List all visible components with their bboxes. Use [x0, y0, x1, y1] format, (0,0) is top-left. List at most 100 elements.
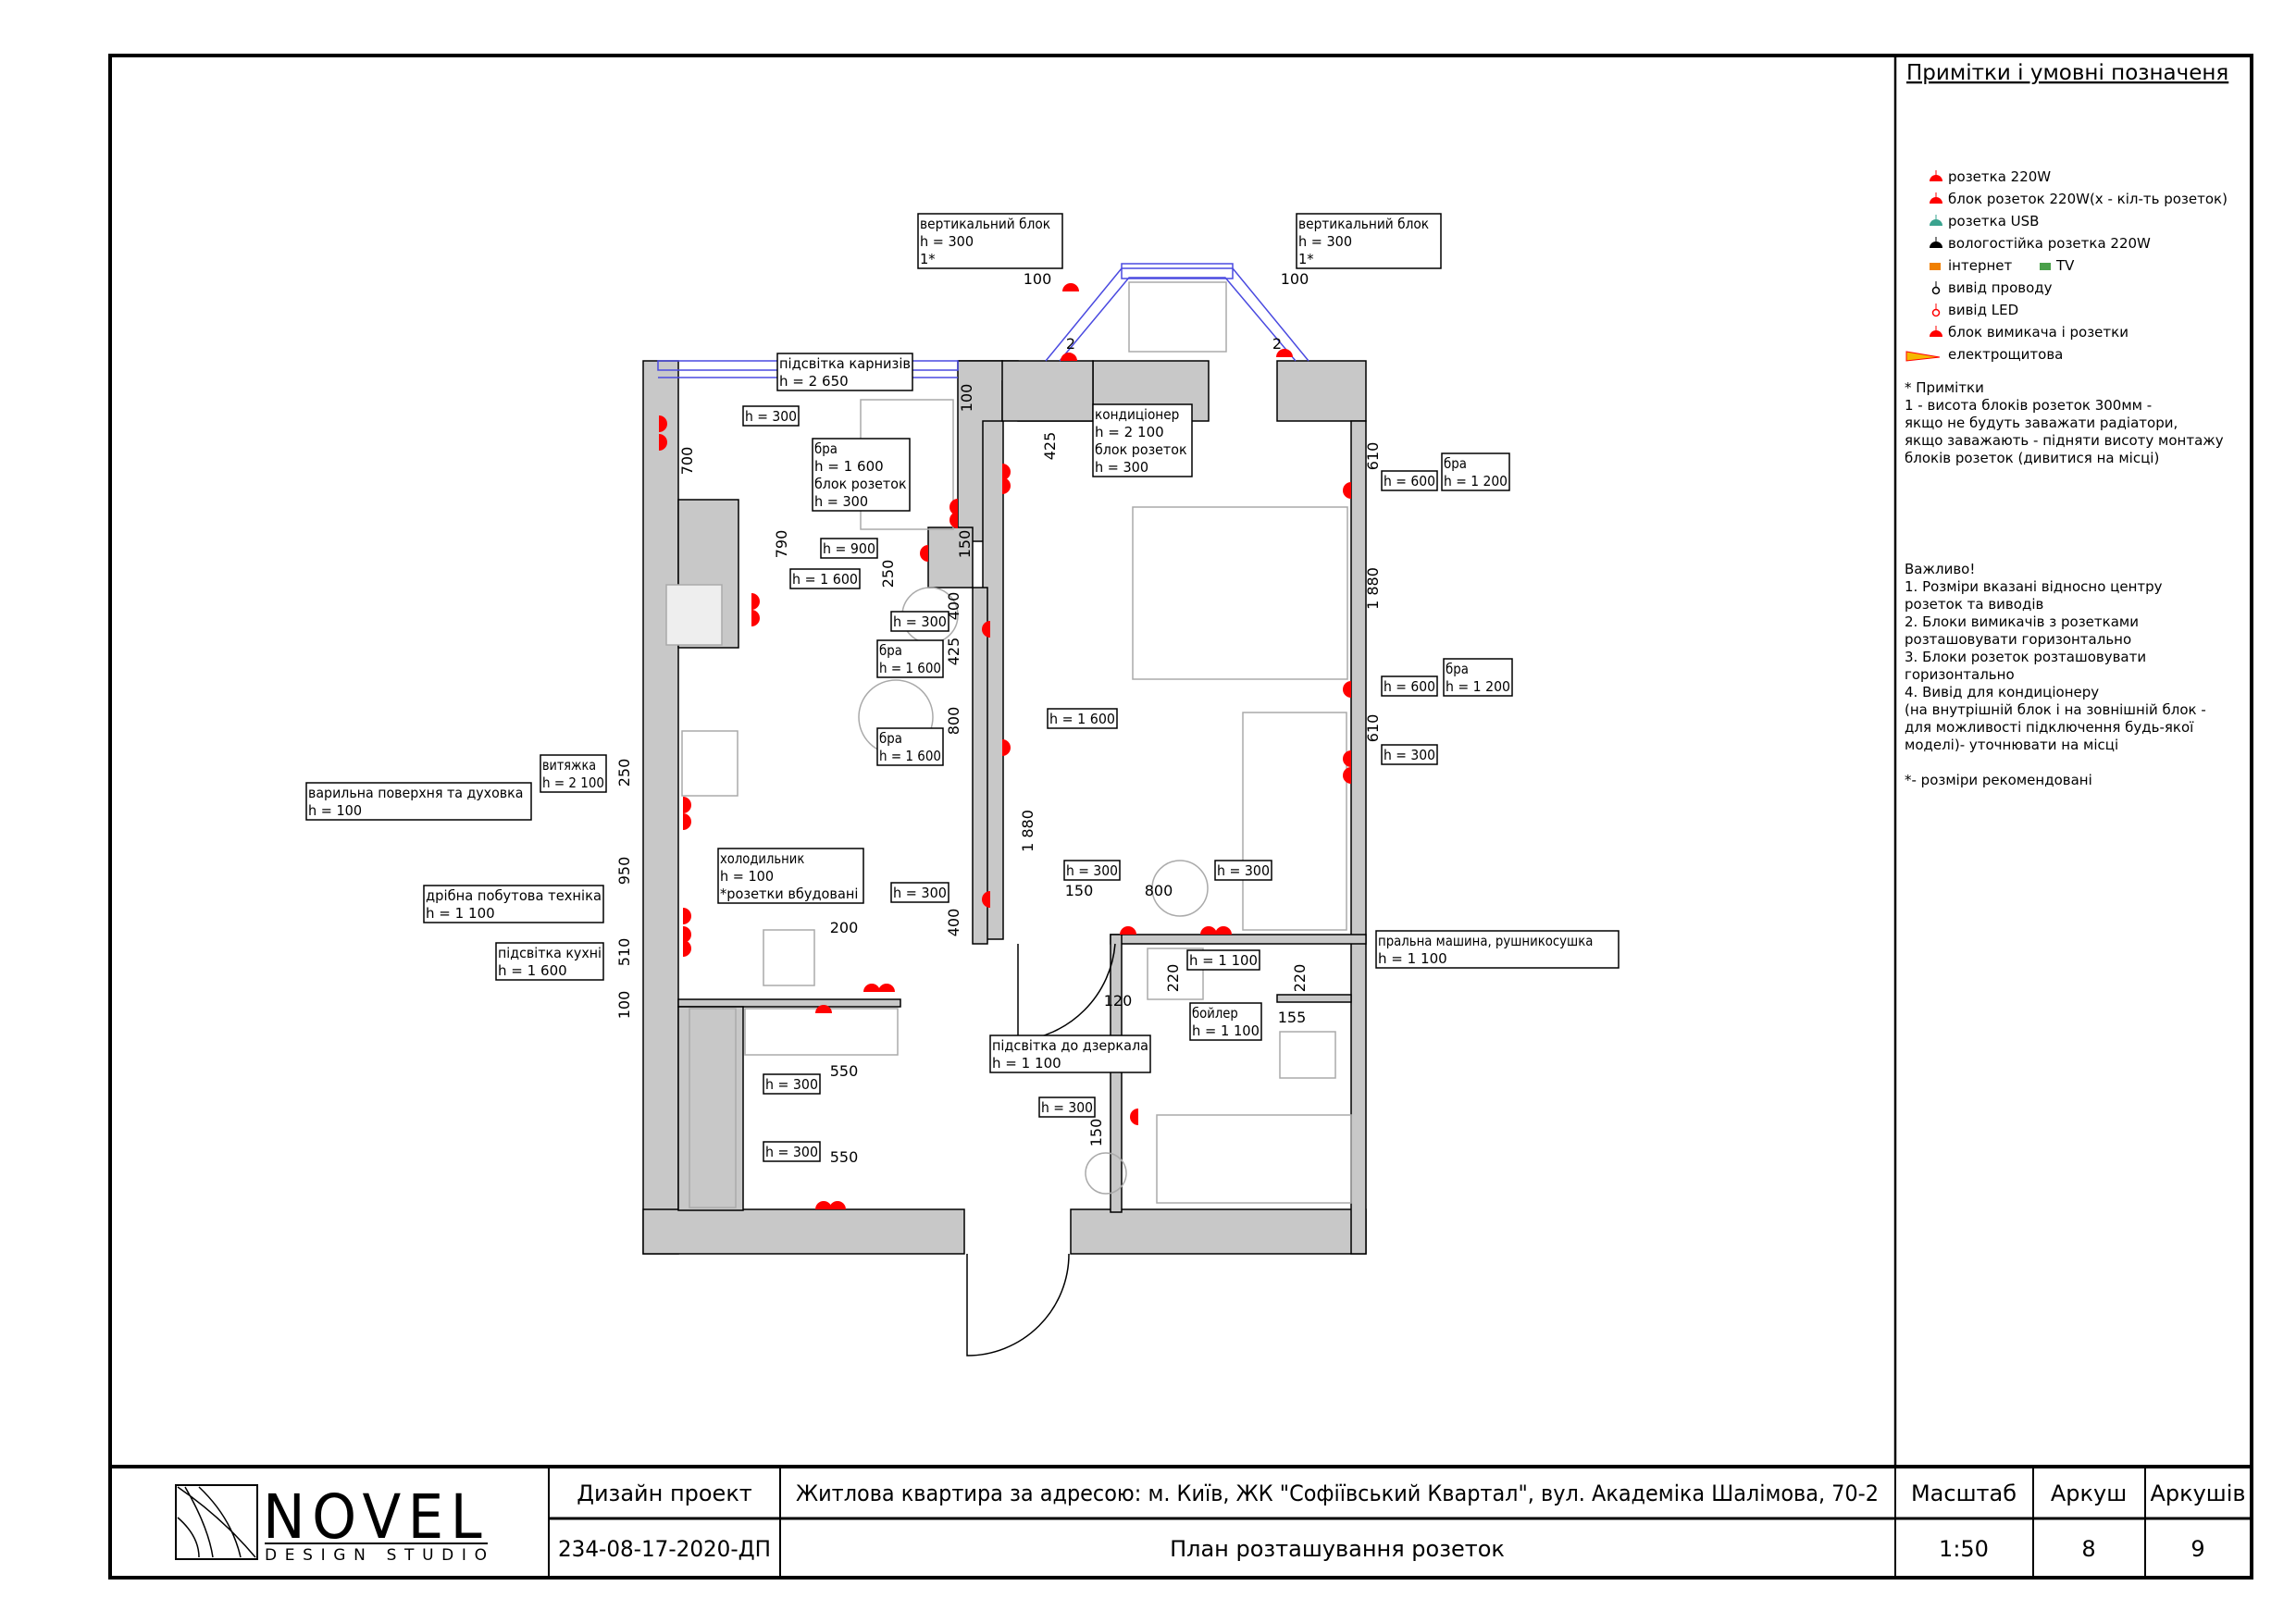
- annotation-label: h = 300: [890, 611, 949, 632]
- annotation-label: h = 300: [1381, 744, 1438, 765]
- socket-icon: [982, 621, 990, 638]
- annotation-line: h = 2 650: [779, 373, 849, 390]
- usb-socket-icon: [1930, 215, 1942, 226]
- annotation-label: h = 300: [890, 882, 949, 903]
- annotation-label: h = 600: [1381, 470, 1438, 491]
- kitchen-cabinet: [744, 1008, 899, 1056]
- notes-title: Примітки і умовні позначеня: [1906, 61, 2228, 85]
- project-title: Житлова квартира за адресою: м. Київ, ЖК…: [796, 1481, 1879, 1506]
- annotation-label: h = 300: [763, 1073, 821, 1095]
- annotation-line: h = 600: [1384, 473, 1435, 489]
- important-line: розташовувати горизонтально: [1905, 631, 2131, 648]
- dimension-value: 510: [615, 938, 633, 967]
- annotation-line: вертикальний блок: [920, 216, 1050, 232]
- dimension-value: 425: [945, 638, 962, 666]
- logo-subtitle: DESIGN STUDIO: [265, 1546, 487, 1565]
- legend-item: блок розеток 220W(x - кіл-ть розеток): [1930, 191, 2228, 207]
- socket-icon: [982, 891, 990, 908]
- bathroom-door-swing: [1017, 943, 1116, 1042]
- washbasin: [1085, 1152, 1127, 1195]
- dimension-value: 2: [1066, 335, 1075, 353]
- socket-icon: [878, 984, 895, 992]
- socket-icon: [751, 610, 760, 626]
- project-type: Дизайн проект: [577, 1481, 752, 1506]
- sheet-number: 8: [2081, 1536, 2095, 1562]
- dimension-value: 610: [1364, 714, 1382, 743]
- annotation-line: h = 1 100: [992, 1055, 1061, 1072]
- dimension-value: 200: [830, 919, 859, 936]
- legend-label: інтернет: [1948, 257, 2012, 274]
- annotation-line: блок розеток: [814, 476, 907, 492]
- legend-item: вологостійка розетка 220W: [1930, 235, 2151, 252]
- dimension-value: 100: [958, 384, 975, 413]
- sheet-title: План розташування розеток: [1170, 1536, 1505, 1562]
- legend-item: вивід LED: [1931, 302, 2018, 318]
- annotation-line: h = 1 100: [426, 905, 495, 922]
- socket-icon: [1002, 739, 1011, 756]
- legend-item: розетка USB: [1930, 213, 2039, 229]
- remark-line: * Примітки: [1905, 379, 1984, 396]
- dimension-value: 150: [1087, 1119, 1105, 1147]
- socket-icon: [815, 1005, 832, 1013]
- legend-item: блок вимикача і розетки: [1930, 324, 2128, 341]
- sink: [763, 929, 815, 986]
- socket-icon: [659, 434, 667, 451]
- socket-icon: [1343, 681, 1351, 698]
- annotation-label: h = 300: [1038, 1096, 1096, 1118]
- annotation-label: h = 300: [763, 1141, 821, 1162]
- annotation-line: h = 300: [1384, 747, 1435, 763]
- annotation-line: бойлер: [1192, 1005, 1238, 1022]
- annotation-line: h = 1 200: [1444, 473, 1508, 489]
- socket-icon: [683, 813, 691, 830]
- socket-icon: [1200, 926, 1217, 935]
- legend-label: вивід проводу: [1948, 279, 2053, 296]
- dimension-value: 120: [1104, 992, 1133, 1010]
- novel-logo: NOVEL DESIGN STUDIO: [175, 1481, 488, 1565]
- remark-line: 1 - висота блоків розеток 300мм -: [1905, 397, 2152, 414]
- dimension-value: 250: [615, 759, 633, 787]
- dimension-value: 800: [1145, 882, 1173, 899]
- annotation-label: h = 600: [1381, 675, 1438, 697]
- important-line: *- розміри рекомендовані: [1905, 772, 2092, 788]
- socket-icon: [829, 1201, 846, 1209]
- annotation-line: h = 2 100: [1095, 424, 1164, 440]
- annotation-label: h = 1 600: [1047, 708, 1118, 729]
- socket-icon: [1002, 464, 1011, 480]
- dimension-value: 150: [1065, 882, 1094, 899]
- socket-icon: [949, 512, 958, 528]
- tv-icon: [2040, 263, 2051, 270]
- dimension-value: 220: [1291, 964, 1309, 993]
- important-line: моделі)- уточнювати на місці: [1905, 737, 2118, 753]
- sheets-total: 9: [2191, 1536, 2204, 1562]
- annotation-line: h = 300: [893, 885, 947, 901]
- socket-icon: [683, 797, 691, 813]
- annotation-line: кондиціонер: [1095, 406, 1179, 423]
- dimension-value: 610: [1364, 442, 1382, 471]
- socket-icon: [1061, 353, 1077, 361]
- annotation-line: h = 300: [765, 1144, 818, 1160]
- annotation-line: h = 1 100: [1192, 1022, 1260, 1039]
- annotation-line: h = 1 100: [1189, 952, 1258, 969]
- socket-icon: [1002, 477, 1011, 494]
- notes-panel: Примітки і умовні позначеня розетка 220W…: [1905, 61, 2228, 788]
- stove: [681, 730, 738, 797]
- important-line: Важливо!: [1905, 561, 1975, 577]
- annotation-line: h = 300: [920, 233, 974, 250]
- socket-icon: [683, 908, 691, 924]
- annotation-line: вертикальний блок: [1298, 216, 1429, 232]
- dimension-value: 700: [678, 447, 696, 476]
- legend-label: вивід LED: [1948, 302, 2018, 318]
- dimension-value: 2: [1272, 335, 1282, 353]
- remark-line: якщо заважають - підняти висоту монтажу: [1905, 432, 2224, 449]
- annotation-line: h = 600: [1384, 678, 1435, 695]
- legend-item: електрощитова: [1905, 346, 2063, 363]
